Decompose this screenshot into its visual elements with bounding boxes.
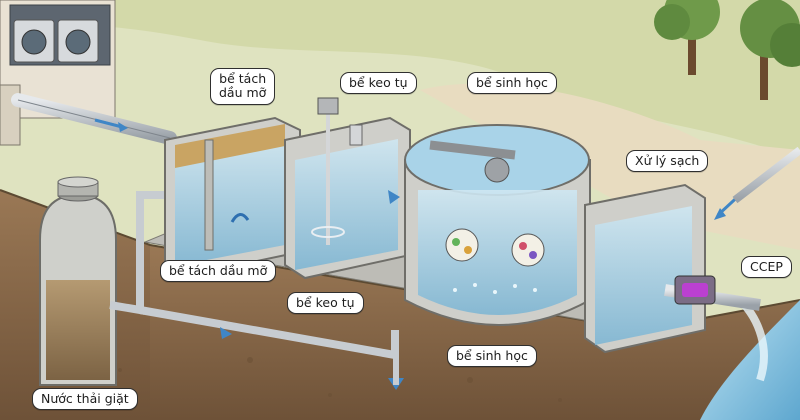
label-source-tank: Nước thải giặt: [32, 388, 138, 411]
grass-patch: [0, 0, 800, 160]
label-coagulation-top: bể keo tụ: [340, 72, 417, 95]
label-coagulation-bottom: bể keo tụ: [287, 292, 364, 315]
label-biological-bottom: bể sinh học: [447, 345, 537, 368]
label-clean-treatment-top: Xử lý sạch: [626, 150, 709, 173]
outlet-pipe: [732, 146, 800, 204]
biological-tank: [404, 124, 591, 326]
label-grease-trap-top: bể tách dầu mỡ: [210, 68, 276, 105]
flow-arrow-icon: [230, 213, 250, 223]
tree-icon: [654, 0, 800, 100]
underground-pipe: [139, 306, 396, 359]
flow-arrow-icon: [94, 118, 123, 129]
coagulation-tank: [284, 97, 411, 280]
flow-arrow-icon: [714, 208, 726, 220]
label-biological-top: bể sinh học: [467, 72, 557, 95]
clean-tank: [584, 183, 706, 354]
bacteria-icon: [445, 228, 545, 267]
label-grease-trap-bottom: bể tách dầu mỡ: [160, 260, 277, 283]
underground-pipe: [109, 191, 175, 315]
uv-unit: [664, 275, 761, 311]
flow-arrow-icon: [118, 122, 128, 132]
label-uv-unit: CCEP: [741, 256, 792, 279]
label-grease-trap-top-line2: dầu mỡ: [219, 85, 267, 101]
washing-machine-icon: [13, 19, 99, 63]
river: [700, 300, 800, 420]
source-tank: [39, 176, 117, 386]
flow-arrow-icon: [388, 190, 400, 204]
grease-trap-tank: [164, 116, 301, 277]
flow-arrow-icon: [220, 327, 232, 339]
soil-bottom: [150, 245, 800, 420]
label-grease-trap-top-line1: bể tách: [219, 71, 267, 86]
mixer-icon: [311, 97, 345, 245]
